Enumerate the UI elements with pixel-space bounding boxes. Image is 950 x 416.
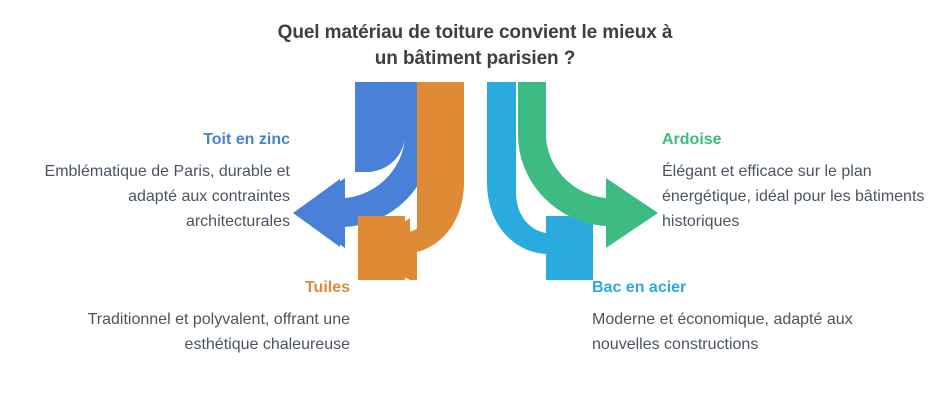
curved-arrow-down-left-fill (358, 82, 464, 280)
item-description-bac-en-acier: Moderne et économique, adapté aux nouvel… (592, 311, 853, 353)
item-label-bac-en-acier: Bac en acier (592, 279, 687, 296)
curved-arrow-right-fill (518, 82, 658, 248)
curved-arrow-down-right-fill (487, 82, 593, 280)
item-description-toit-en-zinc: Emblématique de Paris, durable et adapté… (44, 163, 290, 230)
curved-arrow-left-body (355, 82, 405, 172)
arrow-diagram (288, 82, 663, 280)
item-description-tuiles: Traditionnel et polyvalent, offrant une … (87, 311, 350, 353)
item-tuiles: Tuiles Traditionnel et polyvalent, offra… (75, 278, 350, 357)
curved-arrow-left-fill (293, 82, 433, 248)
item-bac-en-acier: Bac en acier Moderne et économique, adap… (592, 278, 867, 357)
item-description-ardoise: Élégant et efficace sur le plan énergéti… (662, 163, 925, 230)
page-title: Quel matériau de toiture convient le mie… (277, 22, 673, 69)
item-label-tuiles: Tuiles (304, 279, 350, 296)
item-label-toit-en-zinc: Toit en zinc (203, 131, 290, 148)
item-label-ardoise: Ardoise (662, 131, 722, 148)
item-ardoise: Ardoise Élégant et efficace sur le plan … (662, 130, 932, 234)
item-toit-en-zinc: Toit en zinc Emblématique de Paris, dura… (20, 130, 290, 234)
